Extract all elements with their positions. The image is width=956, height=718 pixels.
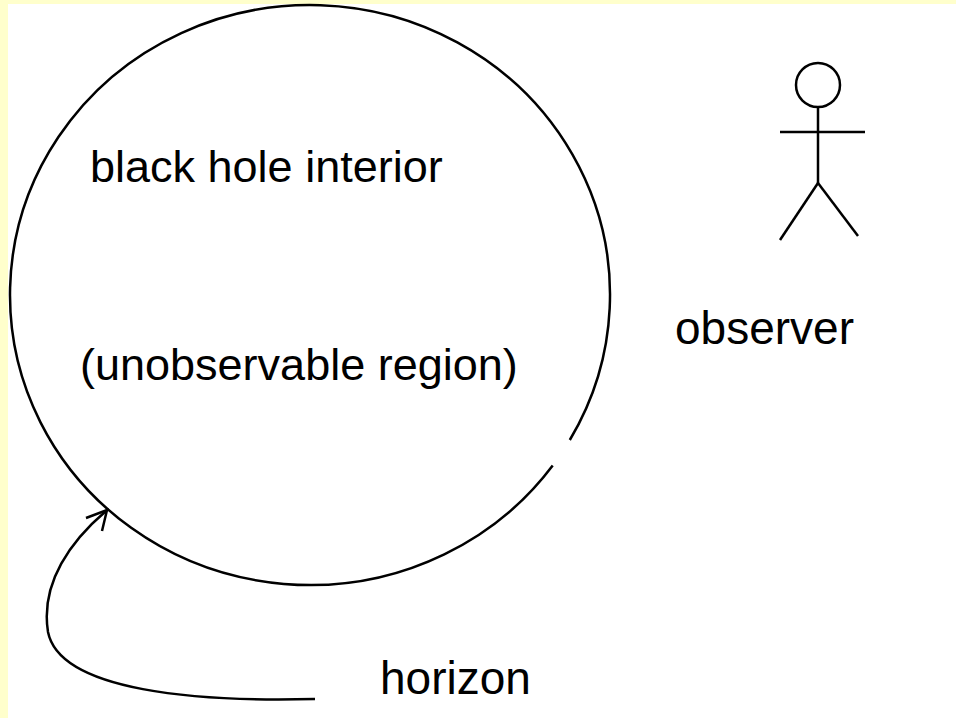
observer-label: observer (675, 302, 854, 355)
circle-outline (10, 5, 610, 585)
horizon-outline (10, 5, 610, 585)
region-text: black hole interior (90, 141, 443, 193)
black-hole-circle: black hole interior (unobservable region) (10, 5, 610, 585)
figure-leg (818, 183, 858, 236)
figure-head (796, 63, 840, 107)
arrow-head (86, 510, 107, 531)
leader-arrow (47, 511, 315, 699)
horizon-label: horizon (380, 652, 531, 705)
observer-figure (780, 63, 865, 240)
figure-body (817, 107, 820, 183)
figure-arms (780, 131, 865, 134)
figure-leg (780, 183, 818, 240)
region-text: (unobservable region) (80, 339, 518, 391)
